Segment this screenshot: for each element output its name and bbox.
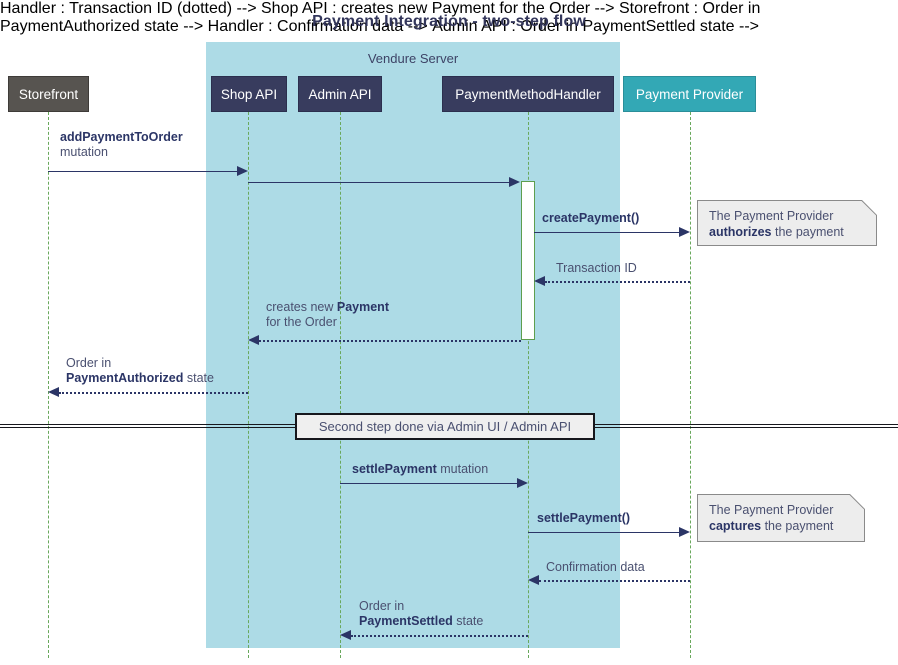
message-creates-new-payment-line2: for the Order <box>266 315 337 329</box>
message-rest-add-payment-to-order: mutation <box>60 145 108 159</box>
message-creates-new-payment-pre: creates new <box>266 300 337 314</box>
participant-label-payment-provider: Payment Provider <box>635 86 744 102</box>
message-label-creates-new-payment: creates new Payment for the Order <box>266 300 389 330</box>
note-authorizes: The Payment Provider authorizes the paym… <box>697 200 877 246</box>
message-label-add-payment-to-order: addPaymentToOrder mutation <box>60 130 183 160</box>
message-line-order-payment-authorized <box>59 392 248 394</box>
message-arrowhead-settle-payment-call <box>679 527 690 537</box>
message-settle-payment-mutation-bold: settlePayment <box>352 462 437 476</box>
message-arrowhead-settle-payment-mutation <box>517 478 528 488</box>
message-label-create-payment: createPayment() <box>542 211 639 226</box>
page-title: Payment Integration - two-step flow <box>312 13 586 30</box>
message-label-settle-payment-mutation: settlePayment mutation <box>352 462 488 477</box>
message-label-order-payment-authorized: Order in PaymentAuthorized state <box>66 356 214 386</box>
note-captures-line1: The Payment Provider <box>709 503 834 517</box>
divider-box: Second step done via Admin UI / Admin AP… <box>295 413 595 440</box>
message-order-authorized-bold: PaymentAuthorized <box>66 371 184 385</box>
note-authorizes-line1: The Payment Provider <box>709 209 834 223</box>
message-label-confirmation-data: Confirmation data <box>546 560 645 575</box>
message-line-settle-payment-call <box>528 532 679 533</box>
divider-line-right <box>590 424 898 428</box>
lifeline-payment-provider <box>690 112 691 658</box>
message-arrowhead-order-payment-settled <box>340 630 351 640</box>
message-line-add-payment-to-order <box>48 171 238 172</box>
message-line-order-payment-settled <box>351 635 528 637</box>
message-confirmation-data-text: Confirmation data <box>546 560 645 574</box>
message-line-shop-api-to-handler <box>248 182 510 183</box>
divider-line-left <box>0 424 300 428</box>
participant-admin-api[interactable]: Admin API <box>298 76 382 112</box>
note-authorizes-bold: authorizes <box>709 225 772 239</box>
note-authorizes-rest: the payment <box>771 225 844 239</box>
message-label-transaction-id: Transaction ID <box>556 261 637 276</box>
participant-label-admin-api: Admin API <box>308 86 372 102</box>
note-captures: The Payment Provider captures the paymen… <box>697 494 865 542</box>
message-settle-payment-call-bold: settlePayment() <box>537 511 631 525</box>
lifeline-storefront <box>48 112 49 658</box>
note-fold-corner-icon <box>850 494 865 509</box>
note-captures-rest: the payment <box>761 519 834 533</box>
participant-shop-api[interactable]: Shop API <box>211 76 287 112</box>
participant-payment-provider[interactable]: Payment Provider <box>623 76 756 112</box>
message-settle-payment-mutation-rest: mutation <box>436 462 489 476</box>
group-box-vendure-server <box>206 42 620 648</box>
message-label-order-payment-settled: Order in PaymentSettled state <box>359 599 483 629</box>
message-line-settle-payment-mutation <box>340 483 518 484</box>
message-line-confirmation-data <box>539 580 690 582</box>
message-order-settled-line1: Order in <box>359 599 405 613</box>
message-rest-transaction-id: Transaction ID <box>556 261 637 275</box>
message-order-authorized-rest: state <box>183 371 214 385</box>
participant-label-shop-api: Shop API <box>220 86 278 102</box>
lifeline-admin-api <box>340 112 341 658</box>
message-arrowhead-shop-api-to-handler <box>509 177 520 187</box>
participant-label-payment-method-handler: PaymentMethodHandler <box>455 86 601 102</box>
message-label-settle-payment-call: settlePayment() <box>537 511 630 526</box>
message-arrowhead-add-payment-to-order <box>237 166 248 176</box>
message-creates-new-payment-bold: Payment <box>336 300 389 314</box>
participant-payment-method-handler[interactable]: PaymentMethodHandler <box>442 76 614 112</box>
message-line-creates-new-payment <box>259 340 521 342</box>
message-arrowhead-create-payment <box>679 227 690 237</box>
lifeline-shop-api <box>248 112 249 658</box>
message-line-transaction-id <box>545 281 690 283</box>
message-order-authorized-line1: Order in <box>66 356 112 370</box>
message-arrowhead-creates-new-payment <box>248 335 259 345</box>
note-fold-corner-icon <box>862 200 877 215</box>
divider-label: Second step done via Admin UI / Admin AP… <box>318 419 572 434</box>
group-label-vendure-server: Vendure Server <box>367 51 459 66</box>
lifeline-payment-method-handler <box>528 112 529 658</box>
message-arrowhead-order-payment-authorized <box>48 387 59 397</box>
message-order-settled-rest: state <box>452 614 484 628</box>
message-arrowhead-confirmation-data <box>528 575 539 585</box>
message-line-create-payment <box>534 232 679 233</box>
note-captures-bold: captures <box>709 519 762 533</box>
message-bold-create-payment: createPayment() <box>542 211 640 225</box>
participant-label-storefront: Storefront <box>18 86 79 102</box>
participant-storefront[interactable]: Storefront <box>8 76 89 112</box>
message-order-settled-bold: PaymentSettled <box>359 614 453 628</box>
message-arrowhead-transaction-id <box>534 276 545 286</box>
message-bold-add-payment-to-order: addPaymentToOrder <box>60 130 183 144</box>
activation-bar-payment-method-handler <box>521 181 535 340</box>
